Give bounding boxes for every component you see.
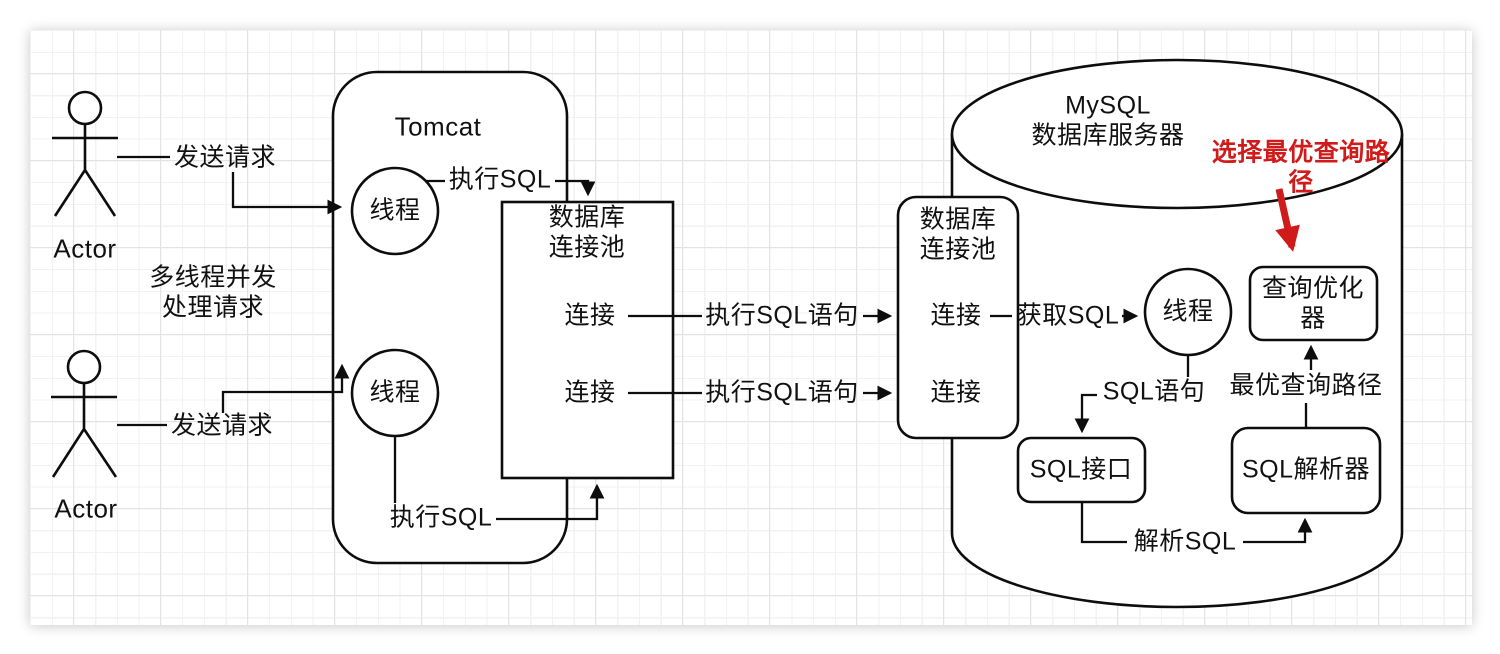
thread1-label: 线程 [369, 196, 421, 225]
edge-label-to-thread2 [221, 363, 350, 413]
connectors [117, 155, 1319, 544]
sql-interface-label: SQL接口 [1029, 455, 1133, 484]
pool-left-conn1: 连接 [564, 301, 616, 330]
edge-interface-down [1080, 502, 1127, 544]
edge-execsql-to-pool1-top [555, 179, 596, 197]
best-path-label: 最优查询路径 [1229, 371, 1383, 400]
exec-sql-top-label: 执行SQL [448, 165, 552, 194]
sql-parser-label: SQL解析器 [1241, 455, 1371, 484]
send-request-2-label: 发送请求 [170, 411, 274, 440]
actor2-figure [51, 349, 118, 478]
edge-sqlstmt-to-interface [1074, 393, 1097, 434]
pool-left-conn2: 连接 [564, 378, 616, 407]
get-sql-label: 获取SQL [1016, 301, 1120, 330]
exec-stmt-2-label: 执行SQL语句 [705, 378, 859, 407]
actor1-label: Actor [53, 233, 117, 264]
exec-stmt-1-label: 执行SQL语句 [705, 301, 859, 330]
highlight-note: 选择最优查询路径 [1211, 138, 1391, 197]
thread2-label: 线程 [369, 378, 421, 407]
tomcat-thread1-circle [350, 166, 440, 256]
pool-left-title: 数据库 连接池 [548, 203, 626, 262]
right-connection-pool-box [896, 195, 1020, 440]
send-request-1-label: 发送请求 [173, 143, 277, 172]
edge-label-to-thread1 [231, 172, 343, 215]
actor2-label: Actor [54, 493, 118, 524]
query-optimizer-label: 查询优化 器 [1261, 274, 1365, 333]
parse-sql-label: 解析SQL [1133, 527, 1237, 556]
tomcat-title: Tomcat [394, 111, 482, 142]
exec-sql-bottom-label: 执行SQL [389, 503, 493, 532]
actor1-figure [52, 90, 118, 217]
pool-right-conn1: 连接 [930, 301, 982, 330]
highlight-arrow [1275, 188, 1300, 252]
mysql-title: MySQL 数据库服务器 [1031, 91, 1185, 150]
query-optimizer-box [1248, 265, 1379, 342]
pool-right-conn2: 连接 [930, 378, 982, 407]
sql-stmt-label: SQL语句 [1102, 377, 1206, 406]
edge-parsesql-to-parser [1243, 517, 1313, 544]
mysql-thread-label: 线程 [1162, 297, 1214, 326]
pool-right-title: 数据库 连接池 [919, 205, 997, 264]
edge-execsql-to-pool1-bottom [496, 483, 605, 521]
left-connection-pool-box [500, 200, 675, 480]
multithread-note: 多线程并发 处理请求 [149, 263, 277, 322]
